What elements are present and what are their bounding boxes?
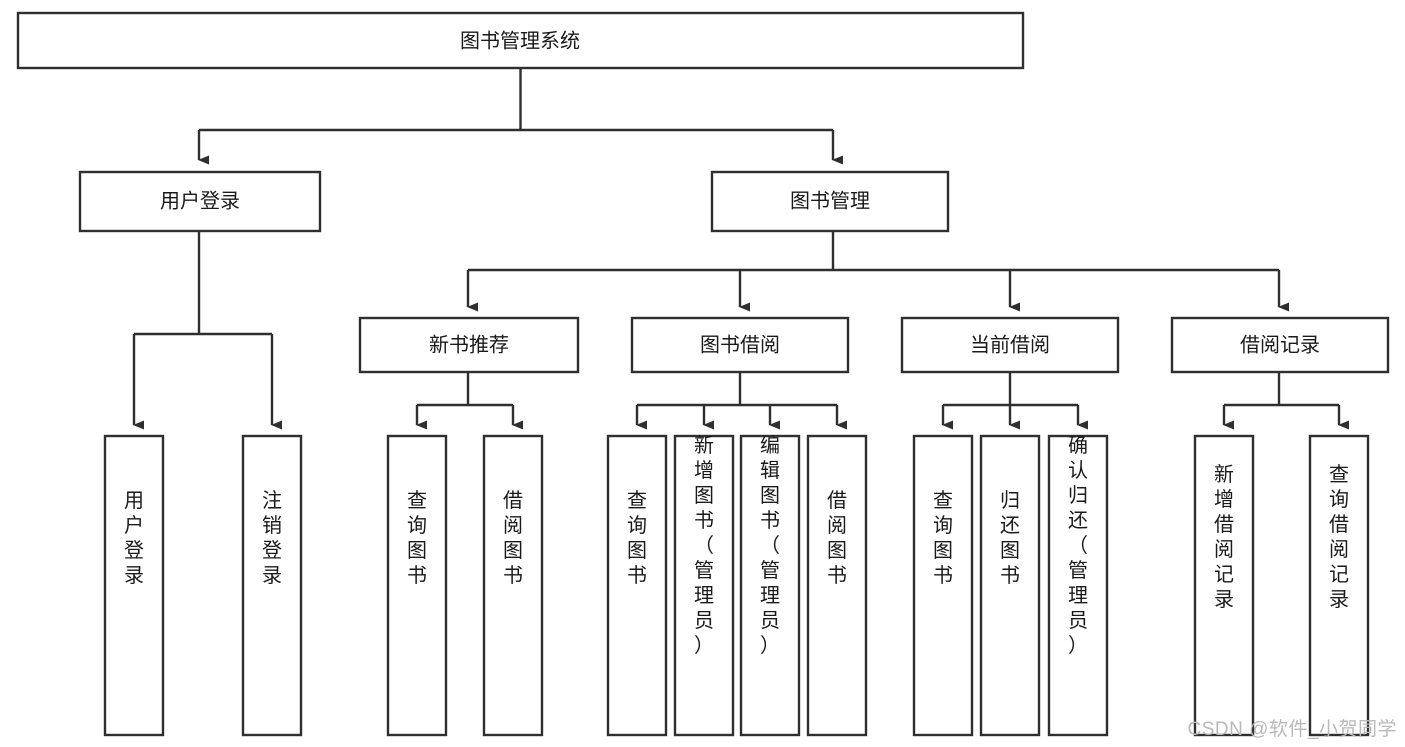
leaf-query-book-current-label: 查询图书 [933, 489, 953, 587]
leaf-borrow-book-box[interactable] [806, 434, 868, 737]
node-user-login-box[interactable] [78, 170, 322, 233]
leaf-logout-login-label: 注销登录 [262, 489, 282, 587]
node-root-box[interactable] [16, 11, 1025, 70]
leaf-return-book[interactable]: 归还图书 [979, 434, 1041, 737]
leaf-user-login-label: 用户登录 [124, 490, 144, 587]
node-new-book-recommend-box[interactable] [358, 316, 580, 374]
leaf-add-borrow-record-box[interactable] [1193, 434, 1255, 737]
connector-group-root [197, 68, 843, 165]
node-root-label: 图书管理系统 [460, 29, 580, 52]
leaf-logout-login[interactable]: 注销登录 [241, 434, 303, 737]
leaf-borrow-book-recommend-box[interactable] [482, 434, 544, 737]
leaf-query-book-current-box[interactable] [912, 434, 974, 737]
node-user-login-label: 用户登录 [160, 189, 240, 212]
leaf-edit-book-admin-box[interactable] [739, 434, 801, 737]
connector-group-current-borrow [941, 372, 1088, 430]
connector-group-book-management [466, 231, 1289, 312]
leaf-query-book-borrow-label: 查询图书 [627, 489, 647, 587]
leaf-add-book-admin[interactable]: 新增图书（管理员） [673, 434, 735, 737]
node-current-borrow-box[interactable] [900, 316, 1120, 374]
leaf-user-login[interactable]: 用户登录 [103, 434, 165, 737]
leaf-logout-login-box[interactable] [241, 434, 303, 737]
leaf-query-borrow-record-box[interactable] [1308, 434, 1370, 737]
node-book-management[interactable]: 图书管理 [710, 170, 950, 233]
leaf-query-book-recommend-box[interactable] [386, 434, 448, 737]
leaf-borrow-book-label: 借阅图书 [827, 489, 847, 587]
leaf-borrow-book[interactable]: 借阅图书 [806, 434, 868, 737]
node-new-book-recommend[interactable]: 新书推荐 [358, 316, 580, 374]
leaf-add-book-admin-box[interactable] [673, 434, 735, 737]
csdn-watermark: CSDN @软件_小贺同学 [1187, 719, 1397, 740]
connector-group-new-book-recommend [415, 372, 523, 430]
connector-group-book-borrow [635, 372, 847, 430]
leaf-query-borrow-record[interactable]: 查询借阅记录 [1308, 434, 1370, 737]
leaf-return-book-box[interactable] [979, 434, 1041, 737]
leaf-edit-book-admin[interactable]: 编辑图书（管理员） [739, 434, 801, 737]
node-book-borrow[interactable]: 图书借阅 [630, 316, 850, 374]
node-borrow-record[interactable]: 借阅记录 [1170, 316, 1390, 374]
leaf-confirm-return-admin[interactable]: 确认归还（管理员） [1047, 434, 1109, 737]
connector-group-borrow-record [1222, 372, 1349, 430]
node-borrow-record-label: 借阅记录 [1240, 333, 1320, 356]
node-new-book-recommend-label: 新书推荐 [429, 333, 509, 356]
node-book-borrow-box[interactable] [630, 316, 850, 374]
leaf-query-book-recommend[interactable]: 查询图书 [386, 434, 448, 737]
node-book-borrow-label: 图书借阅 [700, 333, 780, 356]
leaf-query-borrow-record-label: 查询借阅记录 [1329, 463, 1349, 611]
leaf-borrow-book-recommend[interactable]: 借阅图书 [482, 434, 544, 737]
leaf-confirm-return-admin-box[interactable] [1047, 434, 1109, 737]
leaf-return-book-label: 归还图书 [1000, 489, 1020, 587]
leaf-query-book-current[interactable]: 查询图书 [912, 434, 974, 737]
node-current-borrow-label: 当前借阅 [970, 333, 1050, 356]
leaf-query-book-borrow-box[interactable] [606, 434, 668, 737]
leaf-borrow-book-recommend-label: 借阅图书 [503, 489, 523, 587]
node-book-management-label: 图书管理 [790, 189, 870, 212]
leaf-confirm-return-admin-label: 确认归还（管理员） [1068, 434, 1088, 657]
leaf-user-login-box[interactable] [103, 434, 165, 737]
node-borrow-record-box[interactable] [1170, 316, 1390, 374]
node-book-management-box[interactable] [710, 170, 950, 233]
node-current-borrow[interactable]: 当前借阅 [900, 316, 1120, 374]
node-root[interactable]: 图书管理系统 [16, 11, 1025, 70]
leaf-add-borrow-record[interactable]: 新增借阅记录 [1193, 434, 1255, 737]
leaf-query-book-recommend-label: 查询图书 [407, 489, 427, 587]
connector-group-user-login [132, 231, 282, 430]
leaf-add-book-admin-label: 新增图书（管理员） [694, 434, 714, 657]
node-user-login[interactable]: 用户登录 [78, 170, 322, 233]
leaf-query-book-borrow[interactable]: 查询图书 [606, 434, 668, 737]
leaf-add-borrow-record-label: 新增借阅记录 [1214, 463, 1234, 611]
leaf-edit-book-admin-label: 编辑图书（管理员） [760, 434, 780, 657]
